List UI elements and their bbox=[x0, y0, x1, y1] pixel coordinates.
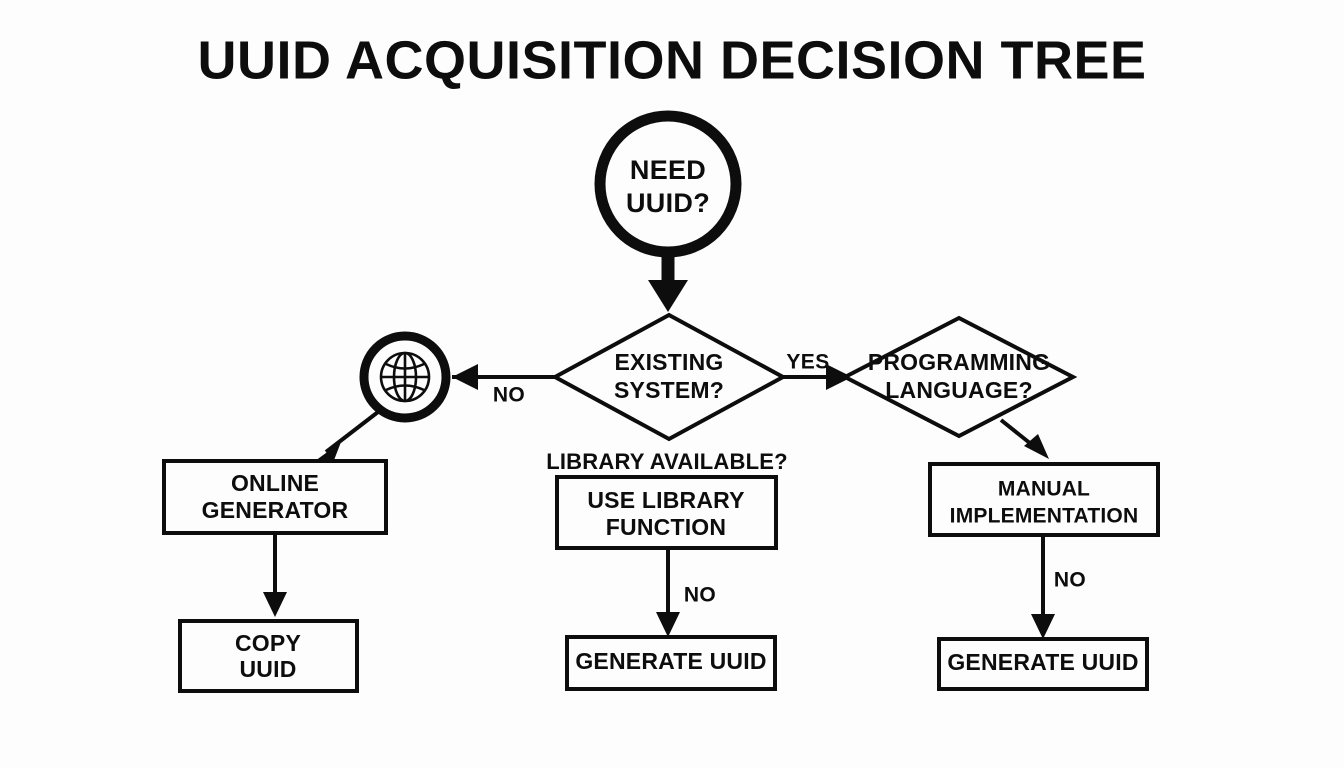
node-start-line2: UUID? bbox=[626, 188, 710, 218]
node-online-generator-line2: GENERATOR bbox=[202, 497, 349, 523]
node-existing-system-line2: SYSTEM? bbox=[614, 377, 724, 403]
edge-existing-to-online-icon bbox=[452, 364, 566, 390]
edge-generator-to-copy bbox=[263, 533, 287, 617]
node-copy-uuid-line1: COPY bbox=[235, 630, 301, 656]
node-manual-implementation[interactable]: MANUAL IMPLEMENTATION bbox=[928, 462, 1160, 537]
node-use-library-line2: FUNCTION bbox=[606, 514, 726, 540]
node-online-globe[interactable] bbox=[359, 331, 451, 423]
node-programming-language-line1: PROGRAMMING bbox=[868, 349, 1050, 375]
node-generate-uuid-right-label: GENERATE UUID bbox=[947, 649, 1138, 675]
node-copy-uuid-line2: UUID bbox=[239, 656, 296, 682]
node-generate-uuid-middle-label: GENERATE UUID bbox=[575, 648, 766, 674]
node-start-line1: NEED bbox=[630, 155, 706, 185]
edge-manual-to-generate-right bbox=[1031, 535, 1055, 639]
node-use-library-line1: USE LIBRARY bbox=[587, 487, 744, 513]
node-online-generator[interactable]: ONLINE GENERATOR bbox=[162, 459, 388, 535]
edge-programming-to-manual bbox=[999, 418, 1049, 459]
node-generate-uuid-right[interactable]: GENERATE UUID bbox=[937, 637, 1149, 691]
page-title: UUID ACQUISITION DECISION TREE bbox=[197, 30, 1146, 90]
node-existing-system[interactable]: EXISTING SYSTEM? bbox=[550, 312, 788, 442]
label-library-available: LIBRARY AVAILABLE? bbox=[546, 449, 788, 474]
node-online-generator-line1: ONLINE bbox=[231, 470, 319, 496]
edge-label-no-left: NO bbox=[493, 384, 525, 407]
node-manual-implementation-line1: MANUAL bbox=[998, 478, 1090, 501]
node-existing-system-line1: EXISTING bbox=[615, 349, 724, 375]
edge-label-no-middle: NO bbox=[684, 584, 716, 607]
node-copy-uuid[interactable]: COPY UUID bbox=[178, 619, 359, 693]
edge-label-no-right: NO bbox=[1054, 569, 1086, 592]
edge-library-to-generate-middle bbox=[656, 548, 680, 637]
edge-start-to-existing-system bbox=[648, 248, 688, 312]
edge-label-yes: YES bbox=[786, 351, 829, 374]
node-manual-implementation-line2: IMPLEMENTATION bbox=[950, 505, 1139, 528]
globe-icon bbox=[379, 351, 431, 403]
node-programming-language-line2: LANGUAGE? bbox=[885, 377, 1032, 403]
node-programming-language[interactable]: PROGRAMMING LANGUAGE? bbox=[840, 315, 1078, 439]
node-use-library-function[interactable]: USE LIBRARY FUNCTION bbox=[555, 475, 778, 550]
node-generate-uuid-middle[interactable]: GENERATE UUID bbox=[565, 635, 777, 691]
node-start-need-uuid[interactable]: NEED UUID? bbox=[594, 110, 742, 258]
